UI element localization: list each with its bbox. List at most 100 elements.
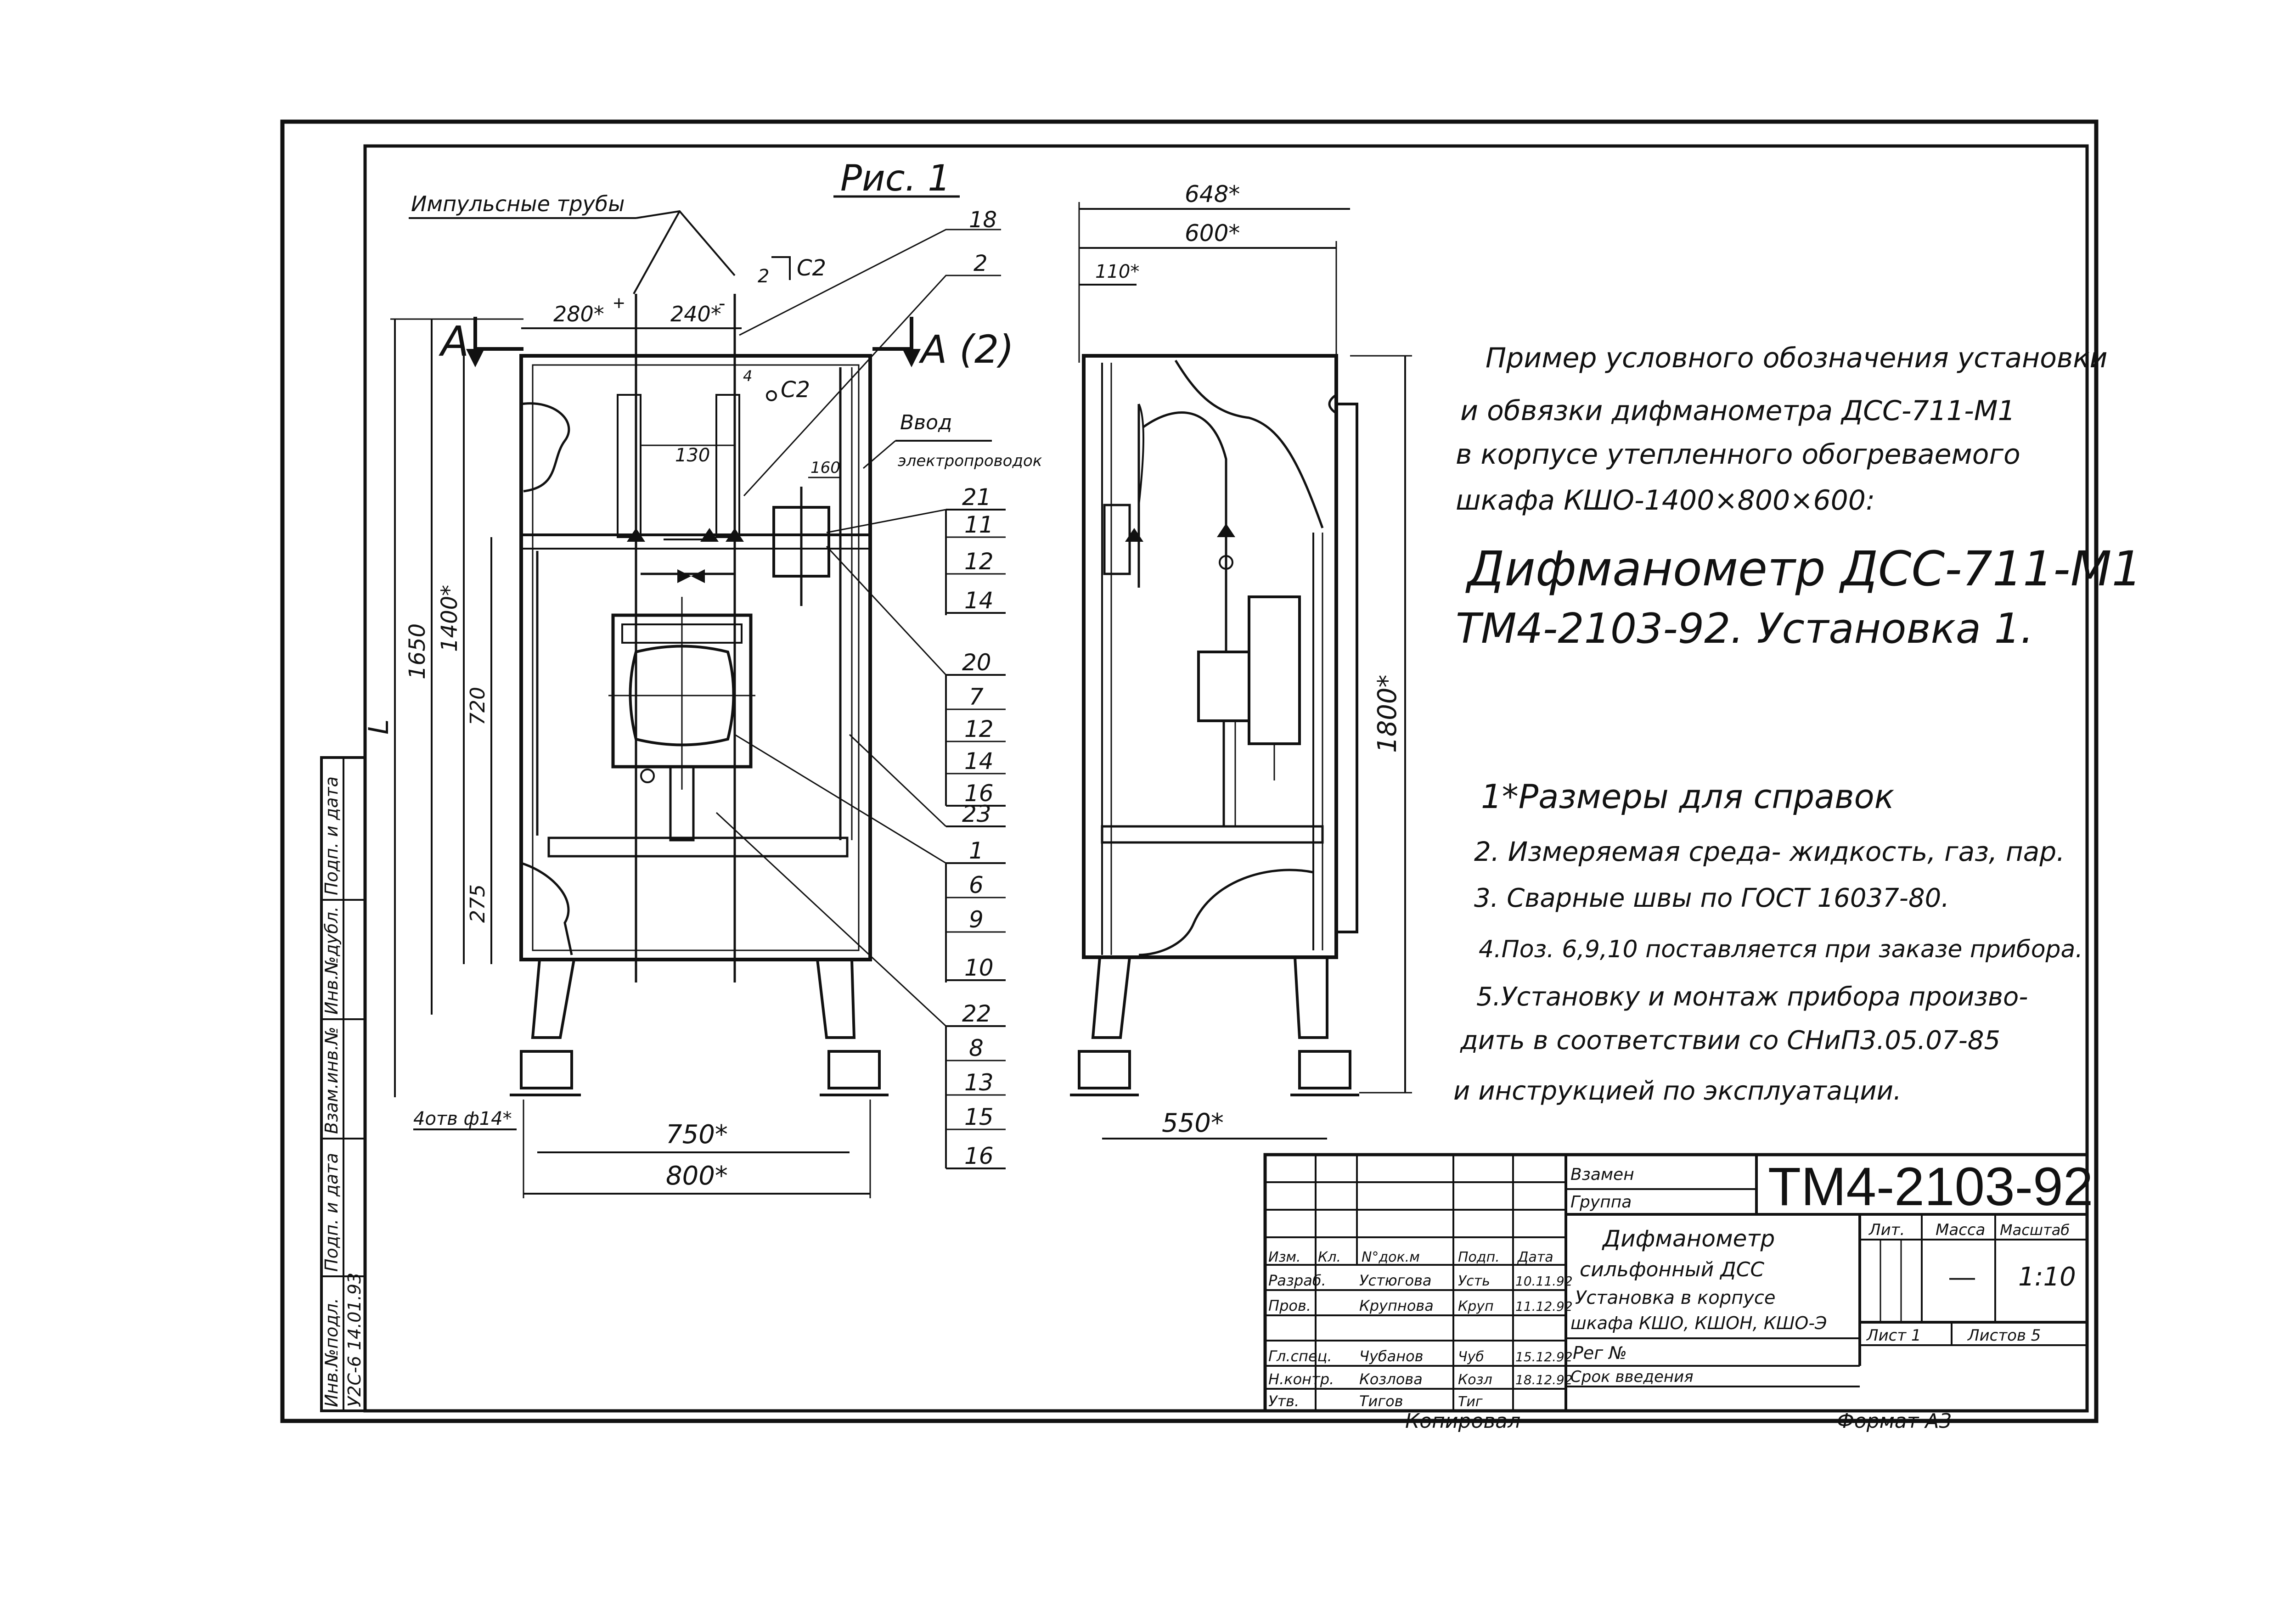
reg-label: Рег № bbox=[1573, 1343, 1627, 1363]
dim-240: 240* bbox=[670, 302, 721, 326]
title-line-2: сильфонный ДСС bbox=[1580, 1258, 1764, 1281]
masshtab-label: Масштаб bbox=[2000, 1221, 2070, 1239]
dim-720: 720 bbox=[466, 687, 490, 725]
note-3: 3. Сварные швы по ГОСТ 16037-80. bbox=[1474, 883, 1949, 913]
title-line-1: Дифманометр bbox=[1602, 1225, 1775, 1252]
dim-110: 110* bbox=[1095, 261, 1139, 282]
cabinet-body bbox=[519, 354, 872, 961]
plus-sign: + bbox=[613, 292, 625, 314]
front-view: Рис. 1 Импульсные трубы + - 2 С2 С2 4 А … bbox=[363, 158, 1042, 1198]
dim-275: 275 bbox=[466, 884, 490, 923]
example-line-2: и обвязки дифманометра ДСС-711-М1 bbox=[1460, 395, 2015, 427]
strip-label-3: Взам.инв.№ bbox=[321, 1027, 342, 1134]
callout-2: 2 bbox=[974, 251, 988, 276]
callout-7: 7 bbox=[969, 684, 984, 710]
callout-6: 6 bbox=[969, 872, 984, 898]
hdr-kl: Кл. bbox=[1318, 1249, 1341, 1265]
callouts: 18 2 21 11 12 14 20 7 12 14 16 23 1 6 9 … bbox=[945, 207, 1006, 1169]
callout-12b: 12 bbox=[964, 716, 994, 742]
num-4: 4 bbox=[743, 367, 752, 385]
callout-14b: 14 bbox=[964, 748, 994, 775]
callout-8: 8 bbox=[969, 1035, 984, 1061]
row3-sign: Чуб bbox=[1458, 1349, 1484, 1365]
strip-label-5: Инв.№подл. bbox=[321, 1298, 342, 1407]
designation-line-2: ТМ4-2103-92. Установка 1. bbox=[1456, 605, 2033, 653]
doc-code: ТМ4-2103-92 bbox=[1768, 1156, 2093, 1217]
hdr-podp: Подп. bbox=[1458, 1249, 1500, 1265]
strip-value: У2С-6 14.01.93 bbox=[344, 1273, 365, 1407]
massa-label: Масса bbox=[1936, 1221, 1985, 1239]
dim-600: 600* bbox=[1185, 220, 1240, 247]
row2-role: Пров. bbox=[1268, 1297, 1311, 1314]
figure-title: Рис. 1 bbox=[840, 158, 951, 199]
callout-18: 18 bbox=[969, 207, 997, 233]
entry-label-1: Ввод bbox=[900, 411, 952, 434]
designation-line-1: Дифманометр ДСС-711-М1 bbox=[1465, 541, 2142, 597]
callout-22: 22 bbox=[962, 1000, 991, 1027]
row2-sign: Круп bbox=[1458, 1298, 1494, 1314]
row4-date: 18.12.92 bbox=[1515, 1372, 1573, 1387]
row5-role: Утв. bbox=[1268, 1392, 1299, 1410]
side-legs bbox=[1070, 957, 1359, 1096]
mass-value: — bbox=[1949, 1262, 1975, 1291]
note-5b: дить в соответствии со СНиП3.05.07-85 bbox=[1460, 1026, 2000, 1055]
holes-label: 4отв ф14* bbox=[413, 1108, 512, 1129]
valves bbox=[627, 528, 744, 583]
callout-21: 21 bbox=[962, 484, 991, 511]
sheet-label: Лист 1 bbox=[1866, 1326, 1921, 1345]
callout-1: 1 bbox=[969, 837, 984, 864]
dim-800: 800* bbox=[666, 1161, 728, 1191]
row1-name: Устюгова bbox=[1359, 1272, 1432, 1289]
num-2: 2 bbox=[758, 266, 769, 287]
section-arrow-left bbox=[466, 349, 484, 367]
strip-label-4: Подп. и дата bbox=[321, 1153, 342, 1272]
callout-11: 11 bbox=[964, 511, 994, 538]
row1-sign: Усть bbox=[1458, 1273, 1490, 1289]
c2-label-mid: С2 bbox=[781, 377, 810, 403]
dim-648: 648* bbox=[1185, 181, 1240, 208]
callout-15: 15 bbox=[964, 1104, 994, 1130]
note-4: 4.Поз. 6,9,10 поставляется при заказе пр… bbox=[1479, 936, 2083, 963]
c2-label-top: С2 bbox=[797, 255, 826, 281]
front-legs bbox=[510, 959, 889, 1096]
example-line-3: в корпусе утепленного обогреваемого bbox=[1456, 438, 2020, 471]
notes: Пример условного обозначения установки и… bbox=[1453, 342, 2142, 1106]
hdr-data: Дата bbox=[1517, 1249, 1553, 1265]
dim-L: L bbox=[363, 719, 395, 735]
gruppa-label: Группа bbox=[1570, 1193, 1632, 1212]
strip-label-2: Инв.№дубл. bbox=[321, 906, 342, 1015]
side-instrument-dial bbox=[1248, 595, 1301, 745]
manometer-dial bbox=[629, 645, 735, 747]
note-1: 1*Размеры для справок bbox=[1481, 777, 1894, 816]
note-2: 2. Измеряемая среда- жидкость, газ, пар. bbox=[1474, 836, 2065, 867]
strip-label-1: Подп. и дата bbox=[321, 776, 342, 895]
callout-16: 16 bbox=[964, 780, 994, 807]
dim-1650: 1650 bbox=[405, 623, 430, 679]
dim-130: 130 bbox=[675, 445, 710, 466]
left-strip: Подп. и дата Инв.№дубл. Взам.инв.№ Подп.… bbox=[320, 756, 366, 1412]
dim-280: 280* bbox=[553, 302, 604, 326]
callout-14: 14 bbox=[964, 587, 994, 614]
hdr-izm: Изм. bbox=[1268, 1249, 1301, 1265]
row2-date: 11.12.92 bbox=[1515, 1299, 1573, 1314]
row2-name: Крупнова bbox=[1359, 1297, 1434, 1314]
example-line-4: шкафа КШО-1400×800×600: bbox=[1456, 484, 1875, 516]
dim-160: 160 bbox=[810, 459, 840, 477]
lit-label: Лит. bbox=[1868, 1221, 1905, 1239]
callout-16b: 16 bbox=[964, 1143, 994, 1169]
format-label: Формат А3 bbox=[1837, 1409, 1952, 1433]
callout-20: 20 bbox=[962, 649, 991, 676]
side-instrument-body bbox=[1197, 651, 1250, 722]
scale-value: 1:10 bbox=[2018, 1262, 2076, 1292]
row3-name: Чубанов bbox=[1359, 1347, 1424, 1365]
row4-name: Козлова bbox=[1359, 1370, 1423, 1388]
row5-name: Тигов bbox=[1359, 1392, 1403, 1410]
note-5: 5.Установку и монтаж прибора произво- bbox=[1476, 982, 2028, 1012]
note-5c: и инструкцией по эксплуатации. bbox=[1453, 1076, 1902, 1106]
hdr-ndok: N°док.м bbox=[1362, 1249, 1420, 1265]
row3-role: Гл.спец. bbox=[1268, 1347, 1332, 1365]
row5-sign: Тиг bbox=[1458, 1394, 1483, 1410]
dim-550: 550* bbox=[1162, 1108, 1224, 1138]
